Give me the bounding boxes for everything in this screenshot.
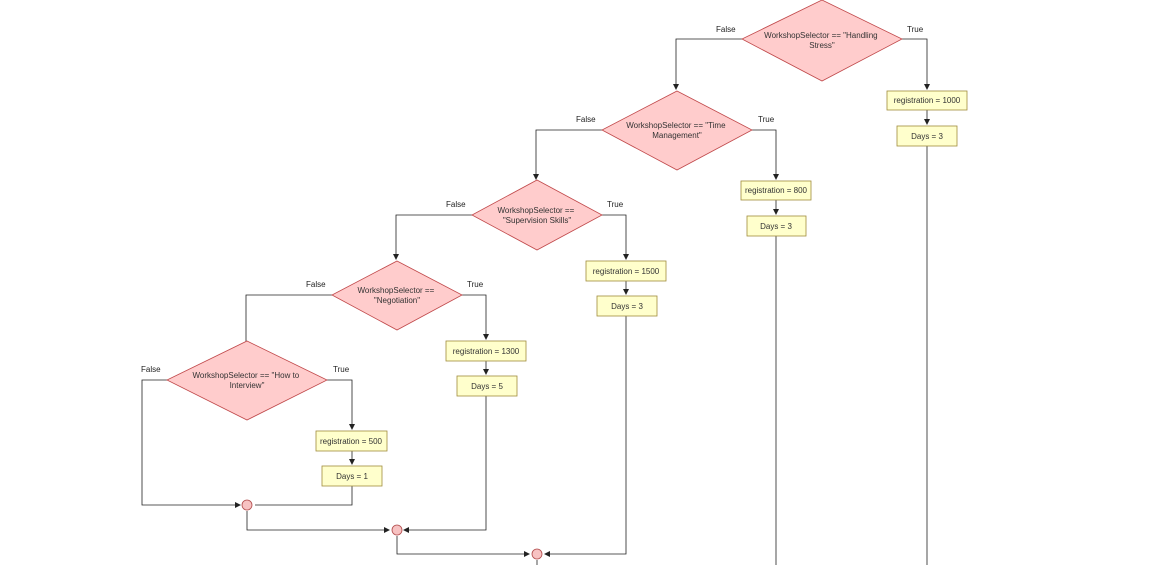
decision-line-1: WorkshopSelector == "Time [626,121,726,130]
decision-handling-stress[interactable]: WorkshopSelector == "Handling Stress" [741,0,903,82]
true-label: True [758,115,775,124]
action-box [445,340,527,362]
true-label: True [467,280,484,289]
action-text: Days = 3 [760,222,792,231]
edge-days-to-merge-3 [544,316,627,557]
edge-merge2-to-merge3 [396,536,530,557]
merge-node[interactable] [391,524,403,536]
edge-true-supervision [602,214,629,260]
edge-false-time-management [533,129,602,180]
decision-diamond [471,179,603,251]
merge-node[interactable] [531,548,543,560]
decision-line-2: Management" [652,131,702,140]
true-label: True [607,200,624,209]
decision-line-2: Interview" [230,381,265,390]
decision-line-1: WorkshopSelector == [357,286,434,295]
action-text: registration = 500 [320,437,383,446]
edge-true-negotiation [462,294,489,340]
decision-time-management[interactable]: WorkshopSelector == "Time Management" [601,90,753,171]
action-text: Days = 5 [471,382,503,391]
decision-line-2: Stress" [809,41,835,50]
decision-how-to-interview[interactable]: WorkshopSelector == "How to Interview" [166,340,328,421]
decision-line-1: WorkshopSelector == "How to [193,371,300,380]
edge-merge1-to-merge2 [246,511,390,533]
action-days-handling-stress[interactable]: Days = 3 [896,125,958,147]
edge-true-time-management [752,129,779,180]
edge-days-to-merge-2 [403,396,487,533]
action-registration-500[interactable]: registration = 500 [315,430,388,452]
action-days-supervision[interactable]: Days = 3 [596,295,658,317]
decision-supervision-skills[interactable]: WorkshopSelector == "Supervision Skills" [471,179,603,251]
action-text: Days = 3 [911,132,943,141]
decision-line-2: "Negotiation" [374,296,420,305]
action-box [896,125,958,147]
action-days-negotiation[interactable]: Days = 5 [456,375,518,397]
edge-false-interview [141,379,241,508]
action-registration-1500[interactable]: registration = 1500 [585,260,667,282]
decision-diamond [331,260,463,331]
edge-false-supervision [393,214,472,260]
action-text: registration = 1300 [453,347,520,356]
edge-true-handling-stress [902,38,930,90]
decision-text: WorkshopSelector == "Handling Stress" [764,31,880,50]
false-label: False [141,365,161,374]
action-box [321,465,383,487]
decision-negotiation[interactable]: WorkshopSelector == "Negotiation" [331,260,463,331]
action-box [315,430,388,452]
decision-line-2: "Supervision Skills" [503,216,572,225]
action-box [740,180,812,201]
edge-false-handling-stress [673,38,742,90]
decision-diamond [741,0,903,82]
decision-text: WorkshopSelector == "Supervision Skills" [497,206,576,225]
action-registration-800[interactable]: registration = 800 [740,180,812,201]
merge-node[interactable] [241,499,253,511]
edge-days-to-merge-1 [255,486,353,506]
decision-text: WorkshopSelector == "Negotiation" [357,286,436,305]
action-box [585,260,667,282]
action-box [886,90,968,111]
true-label: True [333,365,350,374]
action-box [456,375,518,397]
action-text: registration = 1500 [593,267,660,276]
false-label: False [446,200,466,209]
branch-labels: False True False True False True False T… [141,25,924,374]
action-days-interview[interactable]: Days = 1 [321,465,383,487]
action-registration-1300[interactable]: registration = 1300 [445,340,527,362]
decision-text: WorkshopSelector == "Time Management" [626,121,728,140]
action-text: registration = 1000 [894,96,961,105]
decision-diamond [166,340,328,421]
decision-diamond [601,90,753,171]
action-box [596,295,658,317]
action-box [746,215,807,237]
edges [141,38,930,565]
edge-false-negotiation [243,294,332,365]
decision-line-1: WorkshopSelector == "Handling [764,31,877,40]
action-text: Days = 1 [336,472,368,481]
true-label: True [907,25,924,34]
action-registration-1000[interactable]: registration = 1000 [886,90,968,111]
false-label: False [306,280,326,289]
false-label: False [716,25,736,34]
decision-text: WorkshopSelector == "How to Interview" [193,371,302,390]
action-days-time-management[interactable]: Days = 3 [746,215,807,237]
false-label: False [576,115,596,124]
action-text: Days = 3 [611,302,643,311]
decision-line-1: WorkshopSelector == [497,206,574,215]
edge-true-interview [327,379,355,430]
action-text: registration = 800 [745,186,808,195]
